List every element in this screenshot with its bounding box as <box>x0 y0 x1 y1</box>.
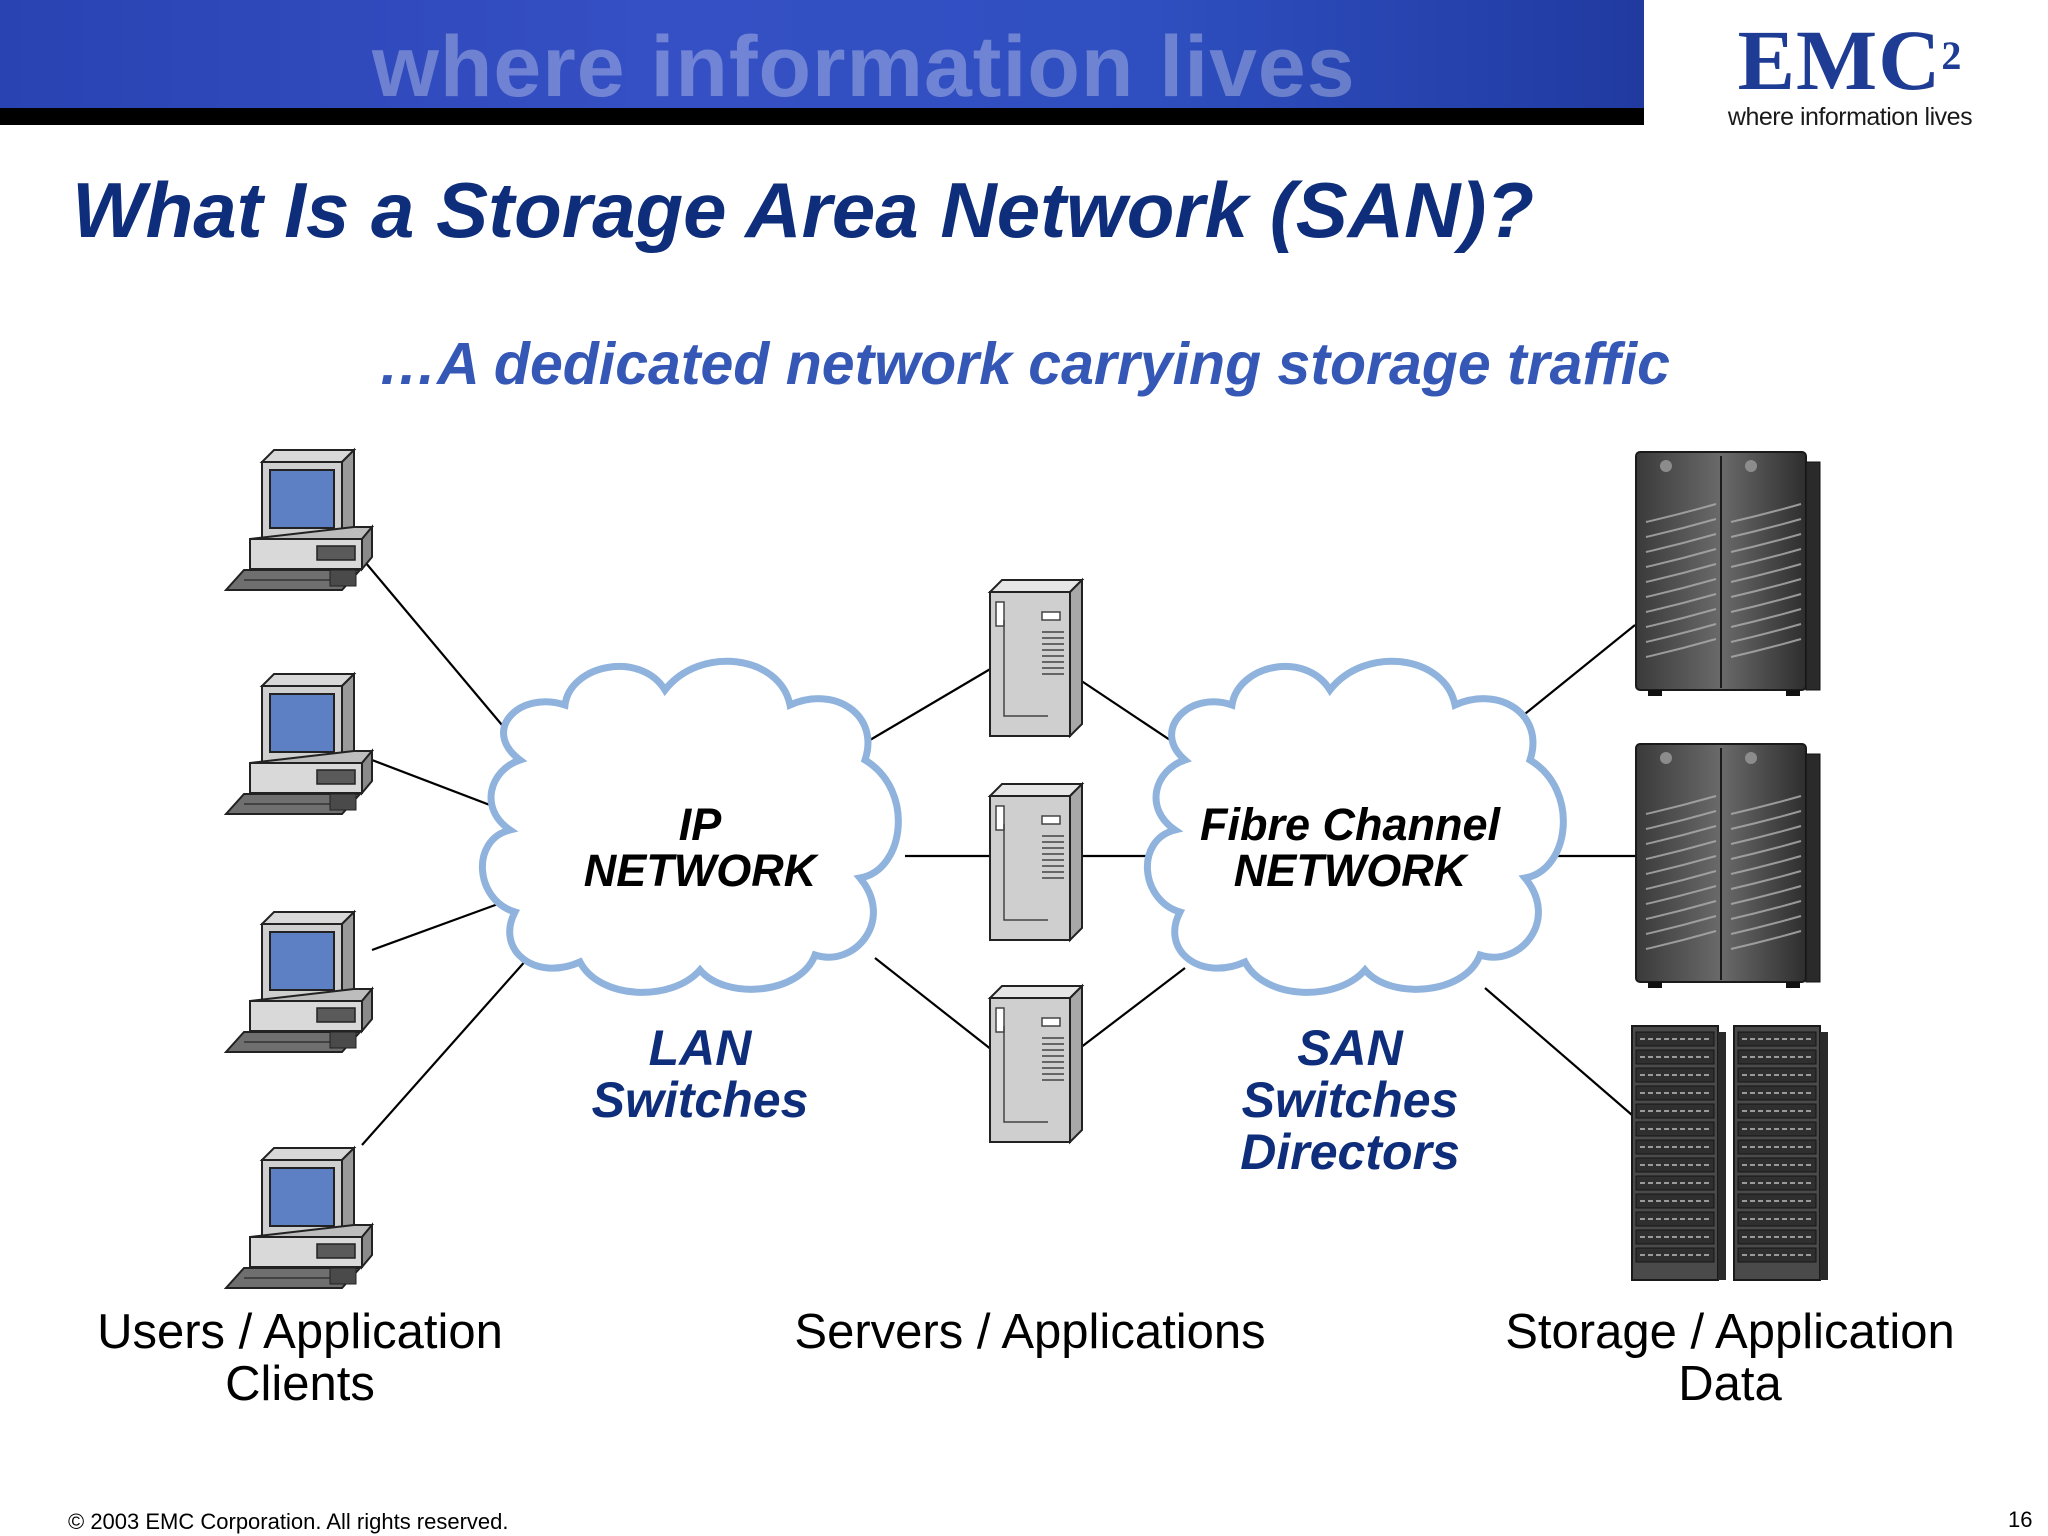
servers-column-label-line1: Servers / Applications <box>794 1305 1266 1359</box>
connector-lines <box>359 555 1636 1146</box>
lan-switches-label: LAN Switches <box>560 1022 840 1126</box>
clients-column-label: Users / Application Clients <box>50 1306 550 1410</box>
san-switches-label-line1: SAN <box>1297 1020 1403 1076</box>
clients-column-label-line2: Clients <box>225 1357 375 1411</box>
storage-column-label-line1: Storage / Application <box>1505 1305 1955 1359</box>
lan-switches-label-line1: LAN <box>648 1020 752 1076</box>
client-pc-icon <box>225 673 373 815</box>
server-icon <box>989 783 1083 941</box>
san-switches-label-line3: Directors <box>1240 1124 1460 1180</box>
storage-cabinet-icon <box>1635 451 1821 697</box>
ip-network-cloud <box>479 657 902 996</box>
storage-rack-icon <box>1631 1025 1726 1281</box>
fc-network-label: Fibre Channel NETWORK <box>1160 802 1540 894</box>
fc-network-label-line1: Fibre Channel <box>1199 799 1501 850</box>
ip-network-label: IP NETWORK <box>560 802 840 894</box>
slide-title: What Is a Storage Area Network (SAN)? <box>72 166 1535 254</box>
clients-column-label-line1: Users / Application <box>97 1305 503 1359</box>
fc-network-cloud <box>1144 657 1567 996</box>
client-pc-icon <box>225 1147 373 1289</box>
storage-rack-icon <box>1733 1025 1828 1281</box>
server-icon <box>989 985 1083 1143</box>
san-switches-label: SAN Switches Directors <box>1210 1022 1490 1178</box>
logo-mark: EMC2 <box>1737 12 1963 108</box>
footer-copyright: © 2003 EMC Corporation. All rights reser… <box>68 1509 509 1534</box>
header-banner: where information lives <box>0 0 1644 125</box>
storage-column-label: Storage / Application Data <box>1470 1306 1990 1410</box>
banner-watermark-text: where information lives <box>372 19 1356 115</box>
servers-column-label: Servers / Applications <box>760 1306 1300 1358</box>
page-number: 16 <box>2008 1507 2033 1532</box>
ip-network-label-line2: NETWORK <box>583 845 817 896</box>
slide-subtitle: …A dedicated network carrying storage tr… <box>378 331 1670 397</box>
server-icon <box>989 579 1083 737</box>
logo-tagline: where information lives <box>1727 103 1973 131</box>
storage-column-label-line2: Data <box>1678 1357 1782 1411</box>
emc-logo: EMC2 where information lives <box>1700 12 2000 130</box>
san-switches-label-line2: Switches <box>1241 1072 1459 1128</box>
fc-network-label-line2: NETWORK <box>1233 845 1467 896</box>
client-pc-icon <box>225 449 373 591</box>
lan-switches-label-line2: Switches <box>591 1072 809 1128</box>
storage-cabinet-icon <box>1635 743 1821 989</box>
banner-black-band <box>0 108 1644 125</box>
ip-network-label-line1: IP <box>678 799 722 850</box>
client-pc-icon <box>225 911 373 1053</box>
